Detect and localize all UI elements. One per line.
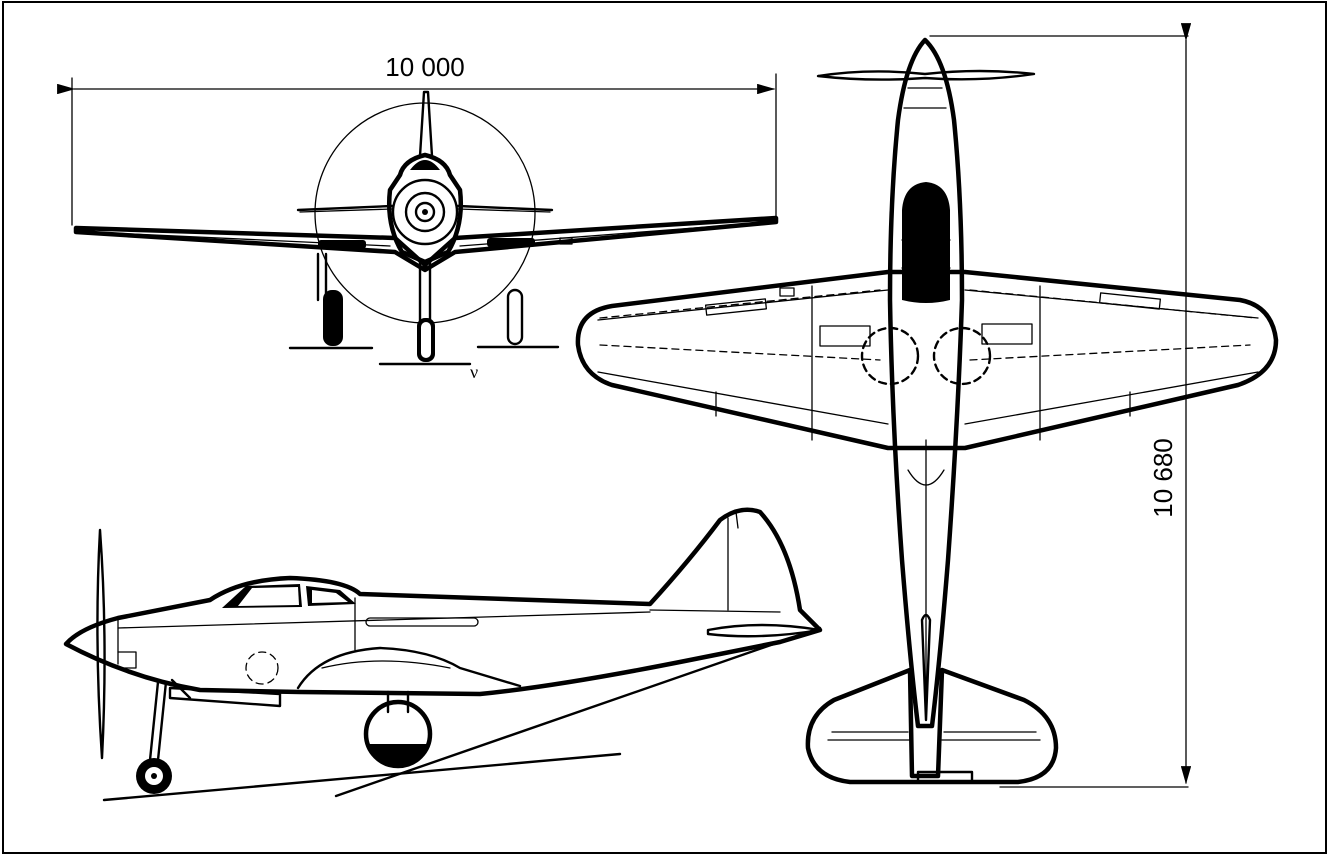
length-dimension: 10 680 [929,23,1192,788]
top-wing [575,269,1279,451]
front-view: 10 000 [57,52,779,382]
top-control-surfaces [597,285,1259,441]
tail-clearance-line [334,626,822,798]
span-dimension: 10 000 [57,52,777,226]
front-main-gear-right [476,288,560,349]
radiator-left [318,240,366,249]
front-nose-gear: ν [378,260,478,382]
side-main-gear [363,690,433,769]
top-view: 10 680 [575,23,1279,788]
side-propeller [96,528,106,760]
ground-line [102,752,622,802]
side-canopy [222,584,356,608]
side-radiator [296,646,522,690]
top-propeller [816,69,1036,81]
top-fuselage [887,37,965,729]
length-label: 10 680 [1148,438,1178,518]
span-label: 10 000 [385,52,465,82]
side-fuselage [63,507,823,697]
front-fuselage [386,152,464,265]
front-fin [418,90,434,158]
radiator-right [487,238,535,247]
ground-mark: ν [470,362,478,382]
side-view [63,507,823,802]
side-nose-gear [136,678,192,794]
top-tailplane [805,667,1059,785]
top-canopy [901,182,951,303]
front-main-gear-left [288,252,374,350]
